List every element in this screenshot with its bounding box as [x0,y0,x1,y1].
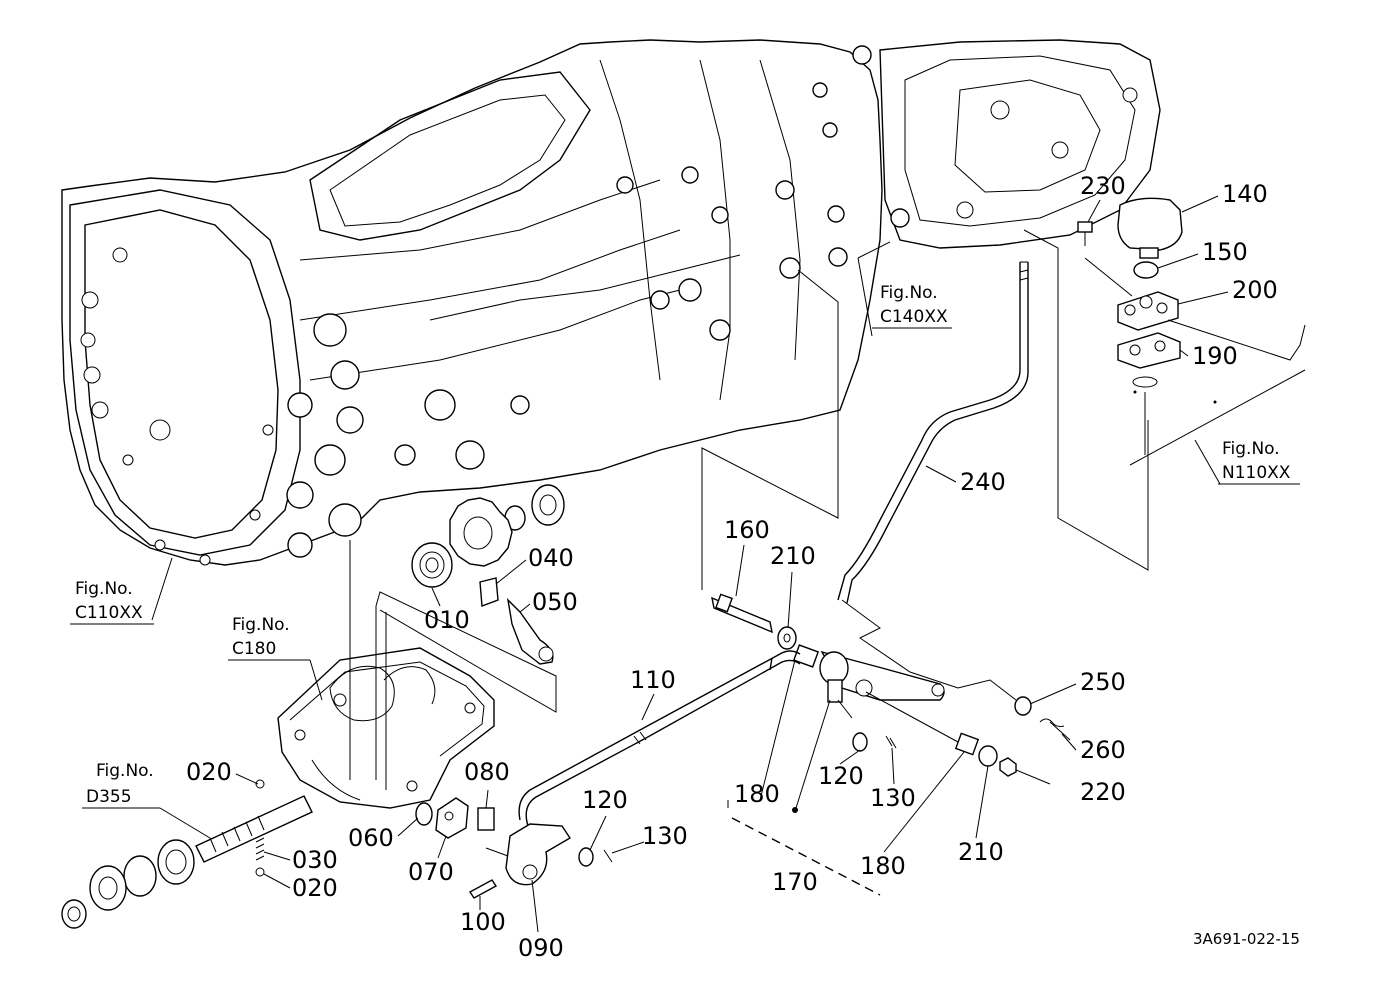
part-label: 160 [724,516,770,544]
part-label: 180 [860,852,906,880]
reference-leaders [151,241,1221,839]
part-label: 070 [408,858,454,886]
part-label: 210 [770,542,816,570]
part-label: 090 [518,934,564,962]
part-label: 120 [582,786,628,814]
shift-lever-assembly-drawing [701,269,1071,896]
shift-rod-drawing [837,229,1149,604]
part-label: 060 [348,824,394,852]
svg-text:C180: C180 [232,639,276,659]
part-label: 200 [1232,276,1278,304]
part-label: 150 [1202,238,1248,266]
svg-text:Fig.No.: Fig.No. [75,579,133,599]
part-label: 020 [186,758,232,786]
part-label: 260 [1080,736,1126,764]
part-label: 180 [734,780,780,808]
part-label: 130 [870,784,916,812]
pto-gear-assembly-drawing [375,484,565,713]
svg-text:Fig.No.: Fig.No. [880,283,938,303]
fig-ref-c140xx: Fig.No. C140XX [872,283,952,329]
selector-bracket-drawing [1077,197,1306,466]
fig-ref-c110xx: Fig.No. C110XX [70,579,154,625]
svg-text:C110XX: C110XX [75,603,143,623]
part-label: 210 [958,838,1004,866]
svg-text:Fig.No.: Fig.No. [1222,439,1280,459]
part-label: 050 [532,588,578,616]
part-label: 170 [772,868,818,896]
output-shaft-drawing [61,779,645,929]
part-label: 190 [1192,342,1238,370]
part-label: 230 [1080,172,1126,200]
part-label: 120 [818,762,864,790]
svg-text:C140XX: C140XX [880,307,948,327]
fig-ref-c180: Fig.No. C180 [228,615,310,661]
svg-text:Fig.No.: Fig.No. [96,761,154,781]
part-label: 140 [1222,180,1268,208]
fig-ref-n110xx: Fig.No. N110XX [1218,439,1300,485]
part-label: 110 [630,666,676,694]
part-label: 250 [1080,668,1126,696]
svg-text:D355: D355 [86,787,132,807]
fig-ref-d355: Fig.No. D355 [82,761,160,809]
gear-case-drawing [277,540,495,809]
svg-text:N110XX: N110XX [1222,463,1291,483]
part-label: 040 [528,544,574,572]
svg-text:Fig.No.: Fig.No. [232,615,290,635]
label-leaders [235,195,1229,933]
part-label: 220 [1080,778,1126,806]
part-labels: 230 140 150 200 190 240 160 210 040 050 … [186,172,1278,962]
part-label: 020 [292,874,338,902]
part-label: 240 [960,468,1006,496]
linkage-rod-drawing [518,650,801,827]
part-label: 010 [424,606,470,634]
part-label: 130 [642,822,688,850]
part-label: 030 [292,846,338,874]
part-label: 080 [464,758,510,786]
part-label: 100 [460,908,506,936]
transmission-housing-drawing [61,39,1161,566]
drawing-code: 3A691-022-15 [1193,930,1300,948]
